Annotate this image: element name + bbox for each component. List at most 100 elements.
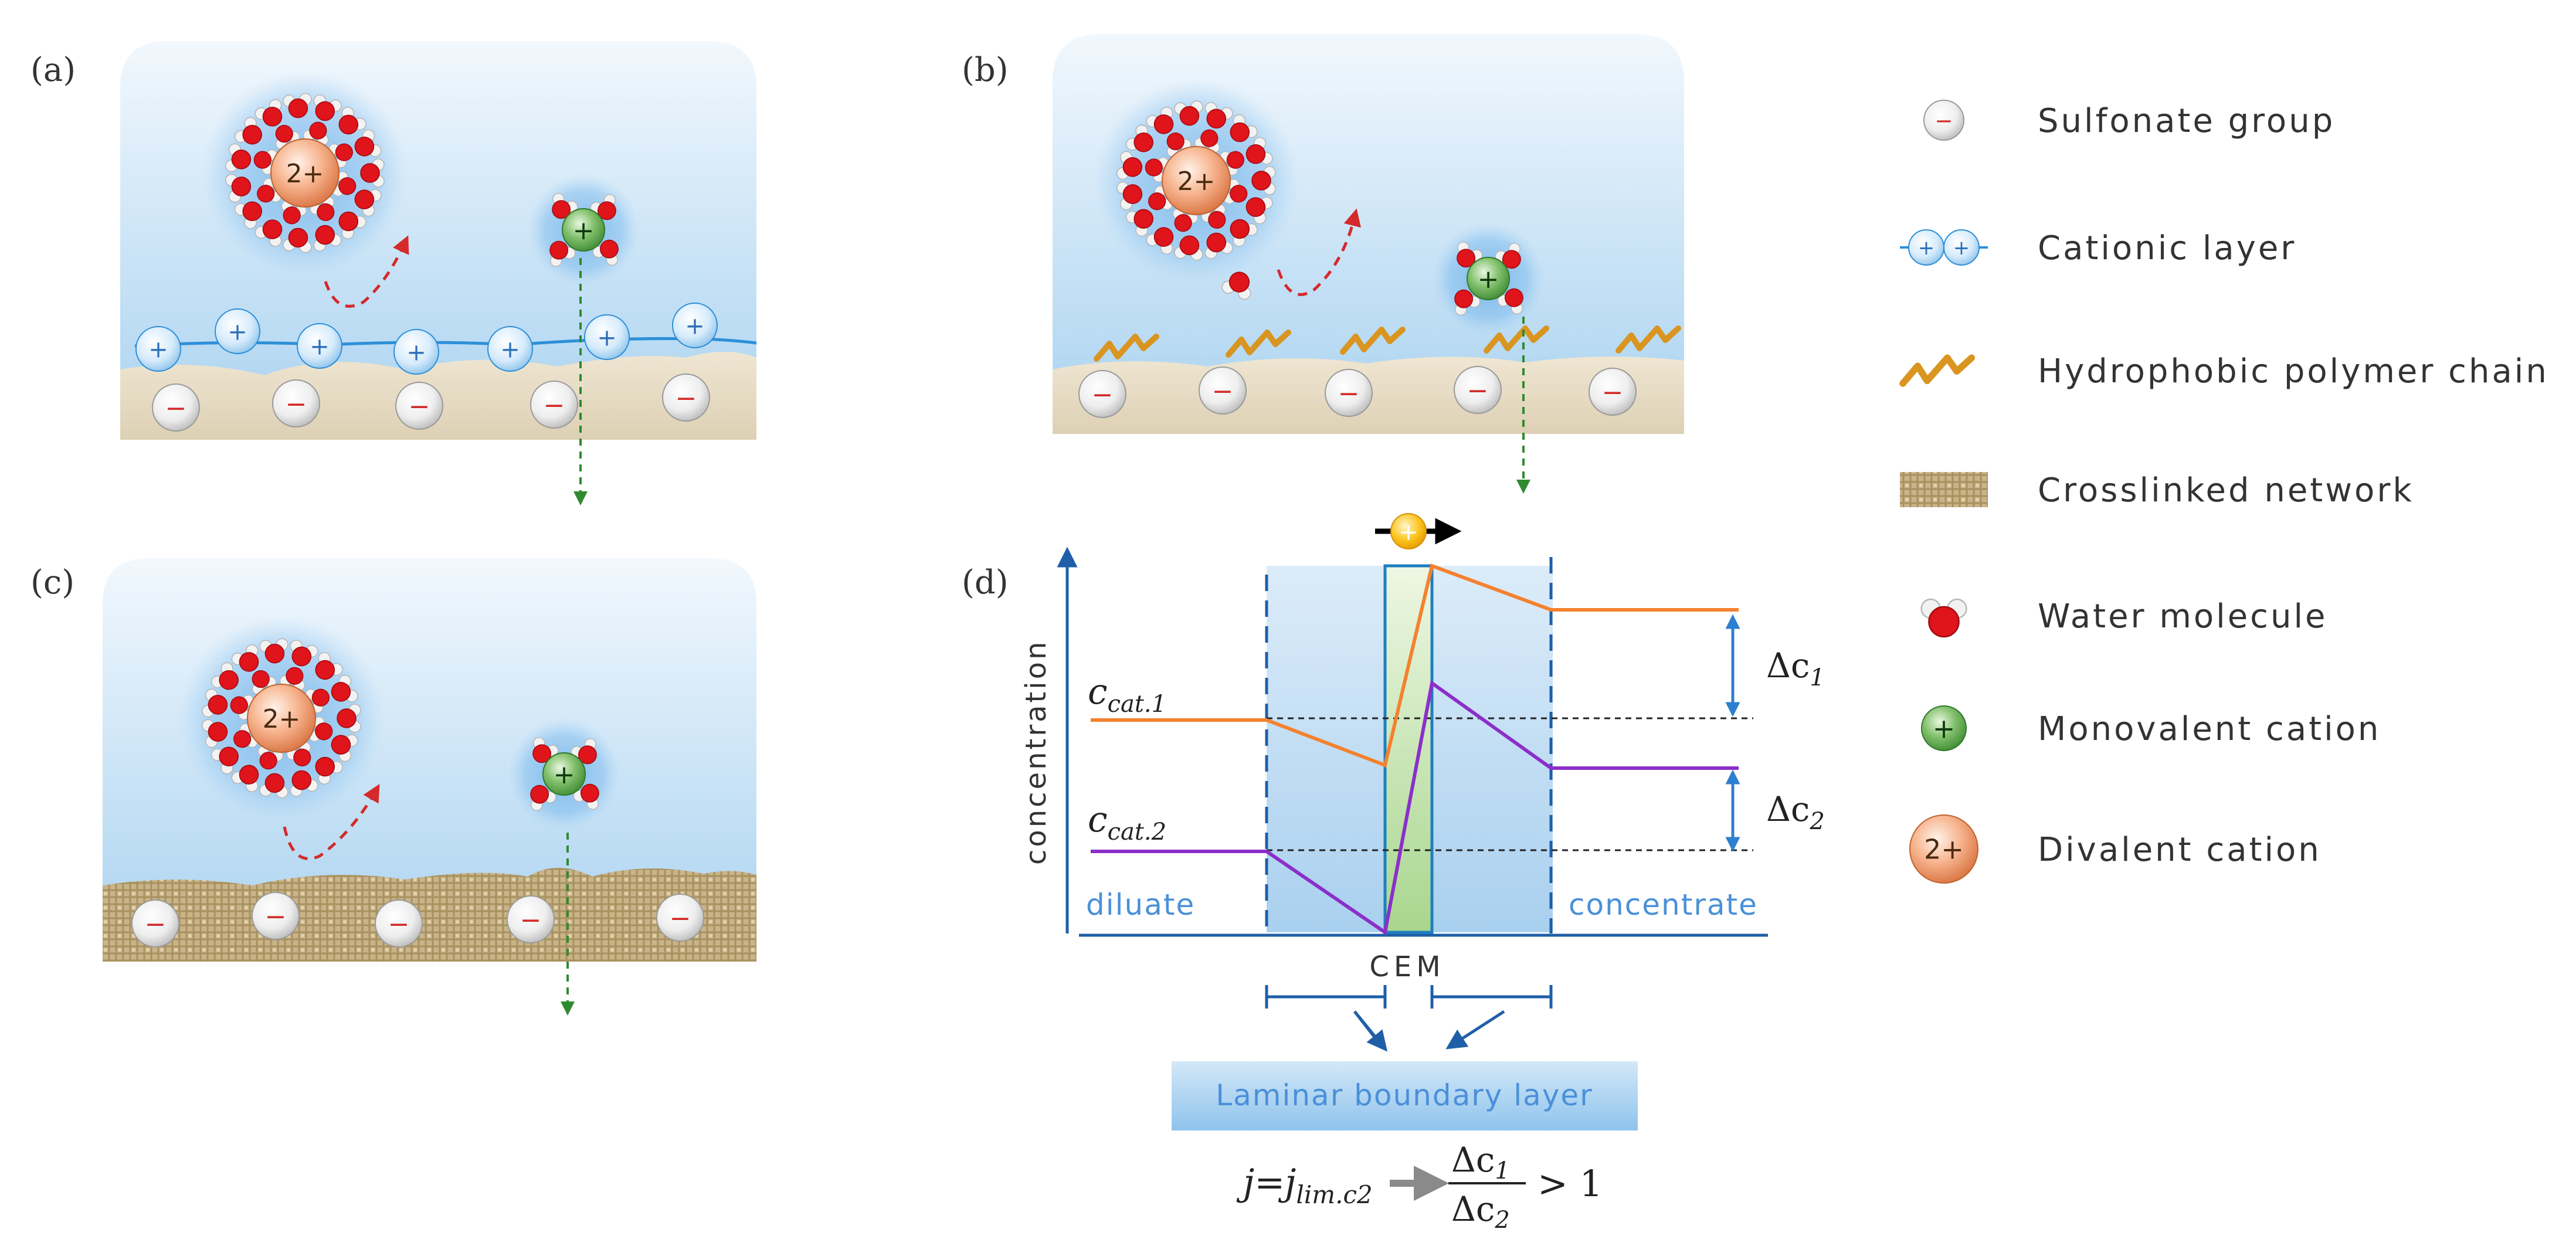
panel-b-label: (b) (962, 51, 1009, 89)
sulfonate-icon: − (656, 894, 704, 942)
water-molecule-icon (1174, 235, 1203, 261)
series-line-cat1 (1091, 563, 1739, 768)
monovalent-cation-cluster: + (1433, 223, 1544, 334)
water-molecule-icon (1245, 137, 1273, 165)
water-molecule-icon (1172, 208, 1199, 232)
crosslinked-network (103, 868, 756, 962)
water-molecule-icon (211, 662, 239, 690)
legend-item-network: Crosslinked network (1900, 471, 2412, 510)
sulfonate-icon: − (1078, 370, 1126, 418)
equation-rhs: > 1 (1538, 1162, 1603, 1205)
sulfonate-icon-sign: − (1092, 380, 1114, 410)
sulfonate-icon-sign: − (1338, 379, 1360, 409)
monovalent-cation-icon-sign: + (1478, 264, 1499, 294)
divalent-cation-cluster: 2+ (202, 70, 408, 276)
water-molecule-icon (549, 240, 576, 267)
hydrophobic-chain-icon (1094, 334, 1159, 362)
bracket-arrow-right (1445, 1010, 1505, 1050)
sulfonate-icon: − (272, 379, 320, 427)
sulfonate-icon: − (1199, 366, 1247, 415)
sulfonate-icon: − (1923, 100, 1964, 141)
monovalent-cation-icon-sign: + (573, 216, 595, 246)
sulfonate-icon: − (131, 899, 179, 948)
sulfonate-icon: − (395, 382, 443, 430)
rejection-arrow (324, 235, 409, 308)
sulfonate-icon-sign: − (1934, 107, 1953, 133)
divalent-cation-icon: 2+ (247, 684, 316, 753)
cationic-charge-icon: + (1908, 229, 1944, 266)
legend-label: Sulfonate group (2038, 102, 2335, 140)
cation-icon (1390, 513, 1427, 549)
sulfonate-icon: − (1589, 368, 1637, 416)
water-molecule-icon (254, 99, 283, 127)
cationic-charge-icon-sign: + (406, 339, 426, 366)
water-molecule-icon (331, 674, 358, 702)
sulfonate-icon: − (1325, 369, 1373, 417)
boundary-bracket-right (1430, 985, 1553, 1009)
water-molecule-icon (1245, 196, 1273, 225)
label-delta-c2: Δc2 (1766, 789, 1825, 835)
y-axis-label: concentration (1020, 640, 1053, 865)
cationic-charge-icon: + (297, 323, 342, 369)
water-molecule-icon (1497, 288, 1523, 315)
hydrophobic-chain-icon (1484, 325, 1549, 354)
water-molecule-icon (1146, 227, 1174, 255)
hydrophobic-chains (1094, 325, 1681, 362)
divalent-cation-icon: 2+ (270, 138, 340, 208)
water-molecule-icon (202, 688, 228, 718)
divalent-cation-cluster: 2+ (179, 616, 384, 821)
water-molecule-icon (275, 125, 300, 150)
water-molecule-icon (1125, 209, 1153, 237)
water-molecule-icon (1194, 129, 1220, 154)
monovalent-cation-icon-sign: + (554, 760, 575, 790)
legend-item-mono: +Monovalent cation (1921, 705, 2378, 751)
water-molecule-icon (281, 200, 307, 225)
water-molecule-icon (1146, 106, 1174, 134)
water-molecule-icon (225, 174, 252, 203)
water-molecule-icon (290, 770, 318, 797)
sulfonate-icon-sign: − (520, 905, 542, 935)
monovalent-cation-cluster: + (508, 718, 620, 830)
sulfonate-icon-sign: − (265, 902, 287, 932)
water-molecule-icon (331, 734, 358, 762)
cationic-charge-icon: + (672, 303, 718, 348)
cationic-charge-icon-sign: + (1918, 236, 1935, 260)
sulfonate-icon: − (530, 381, 578, 429)
panel-b: (b) −−−−− 2+ + (962, 34, 1684, 494)
water-molecule-icon (234, 117, 262, 145)
water-molecule-icon (1251, 166, 1276, 195)
bracket-arrow-left (1353, 1010, 1388, 1052)
legend-item-water: Water molecule (1920, 597, 2325, 638)
water-molecule-icon (1125, 124, 1153, 152)
network-swatch-icon (1900, 472, 1988, 507)
sulfonate-groups: −−−−− (131, 892, 704, 948)
cationic-charge-icon-sign: + (597, 324, 617, 351)
membrane-rect (1383, 564, 1434, 934)
panel-d: (d) concentration ccat.1 ccat.2 Δc1 Δc2 … (962, 513, 1825, 1234)
divalent-cation-icon-sign: 2+ (1924, 834, 1964, 865)
panel-d-label: (d) (962, 563, 1009, 602)
sulfonate-icon: − (507, 895, 555, 943)
water-molecule-icon (1116, 151, 1143, 180)
legend-item-div: 2+Divalent cation (1909, 814, 2319, 884)
sulfonate-icon: − (152, 383, 200, 432)
monovalent-cation-icon: + (1921, 705, 1967, 751)
water-molecule-icon (1454, 289, 1481, 316)
cationic-charge-icon: + (584, 314, 630, 360)
sulfonate-icon-sign: − (676, 383, 697, 413)
hydrophobic-chain-icon (1226, 330, 1291, 358)
label-c-cat2: ccat.2 (1088, 799, 1166, 846)
cationic-charge-icon: + (215, 308, 260, 354)
cationic-charge-icon-sign: + (228, 318, 247, 345)
free-water-molecule (1221, 271, 1251, 300)
cationic-charge-icon: + (487, 326, 533, 372)
water-molecule-icon (354, 189, 382, 217)
sulfonate-icon-sign: − (388, 909, 410, 939)
cationic-charge-icon: + (1943, 229, 1980, 266)
water-molecule-icon (315, 651, 343, 680)
water-molecule-icon (337, 704, 361, 733)
hydrophobic-chain-icon (1615, 325, 1681, 354)
water-molecule-icon (1174, 100, 1203, 126)
legend-label: Cationic layer (2038, 229, 2296, 267)
sulfonate-groups: −−−−− (152, 374, 710, 432)
